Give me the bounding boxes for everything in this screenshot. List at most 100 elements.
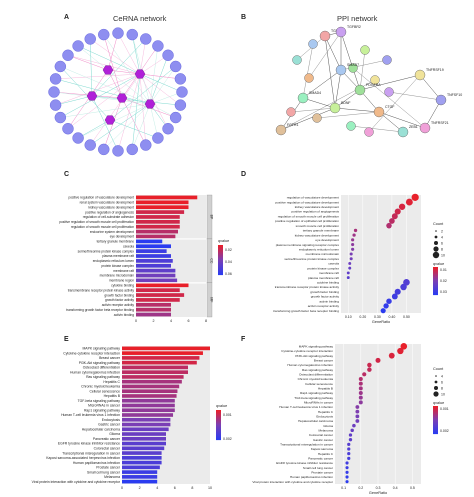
dot — [355, 414, 360, 419]
category-label: Chronic myeloid leukemia — [81, 385, 120, 389]
category-label: membrane region — [109, 279, 134, 283]
category-label: transmembrane receptor protein kinase ac… — [275, 285, 340, 289]
category-label: Melanoma — [319, 429, 334, 433]
category-label: activin binding — [319, 299, 339, 303]
category-label: Colorectal cancer — [309, 433, 333, 437]
bar — [136, 273, 176, 278]
edge-line — [107, 33, 119, 71]
edge-line — [149, 66, 176, 105]
legend-size-title: Count — [433, 222, 444, 226]
panel-b-letter: B — [241, 14, 247, 21]
panel-a-letter: A — [64, 14, 70, 21]
dot — [358, 400, 363, 405]
category-label: PI3K-Akt signaling pathway — [79, 361, 121, 365]
category-label: kidney vasculature development — [295, 233, 339, 237]
edge-line — [139, 38, 146, 75]
category-label: Osteoclast differentiation — [83, 366, 120, 370]
category-label: positive regulation of epithelial cell p… — [275, 219, 339, 223]
ppi-edge — [324, 35, 342, 71]
x-tick-label: 8 — [191, 486, 193, 490]
edge-line — [91, 38, 146, 97]
category-label: serine/threonine protein kinase complex — [284, 257, 339, 261]
edge-line — [67, 73, 141, 129]
legend-gradient-step — [433, 293, 438, 295]
edge-line — [55, 73, 141, 80]
facet-label: MF — [210, 297, 214, 302]
bar — [122, 394, 177, 398]
ppi-node — [319, 30, 331, 42]
legend-gradient-step — [216, 439, 221, 441]
legend-gradient-step — [218, 250, 223, 252]
category-label: MicroRNAs in cancer — [304, 401, 333, 405]
category-label: Cytokine-cytokine receptor interaction — [63, 351, 120, 355]
edge-line — [149, 45, 159, 105]
dot — [345, 466, 349, 470]
legend-gradient-step — [216, 412, 221, 414]
ppi-node — [348, 63, 358, 73]
outer-node — [140, 139, 152, 151]
category-label: plasma membrane raft — [102, 254, 134, 258]
category-label: growth factor activity — [105, 298, 134, 302]
outer-node — [162, 49, 174, 61]
edge-line — [131, 73, 141, 150]
edge-line — [103, 103, 151, 150]
outer-node — [112, 145, 124, 157]
legend-gradient-step — [433, 286, 438, 288]
panel-e-letter: E — [64, 336, 69, 343]
category-label: endoplasmic reticulum lumen — [93, 259, 135, 263]
dot — [347, 447, 351, 451]
ppi-node-label: FGFR1 — [287, 123, 299, 127]
category-label: Ras signaling pathway — [86, 375, 120, 379]
category-label: Rap1 signaling pathway — [84, 408, 120, 412]
legend-gradient-step — [433, 409, 438, 411]
ppi-node — [397, 126, 409, 138]
legend-gradient-step — [216, 424, 221, 426]
category-label: Cytokine-cytokine receptor interaction — [281, 349, 333, 353]
bar — [122, 475, 158, 479]
category-label: Kaposi sarcoma-associated herpesvirus in… — [46, 456, 120, 460]
legend-gradient-step — [218, 268, 223, 270]
legend-gradient-step — [433, 294, 438, 296]
ppi-node-label: TNFRSF19 — [426, 68, 444, 72]
category-label: Hepatitis C — [103, 380, 120, 384]
category-label: plasma membrane signaling receptor compl… — [276, 243, 340, 247]
legend-gradient-step — [433, 414, 438, 416]
legend-gradient-step — [433, 424, 438, 426]
bar — [122, 456, 162, 460]
category-label: growth factor activity — [311, 295, 340, 299]
legend-gradient-step — [216, 416, 221, 418]
ppi-node — [384, 87, 394, 97]
bar — [122, 403, 175, 408]
category-label: EGFR tyrosine kinase inhibitor resistanc… — [276, 461, 333, 465]
legend-color-tick: 0.002 — [440, 429, 449, 433]
ppi-node-label: TNFRSF21 — [431, 121, 449, 125]
category-label: regulation of cell-substrate adhesion — [83, 215, 134, 219]
bar — [136, 263, 171, 268]
dot — [411, 193, 419, 201]
legend-size-dot — [434, 235, 438, 239]
category-label: Endocytosis — [102, 418, 121, 422]
dot — [351, 242, 355, 247]
panel-b: B PPI network TGFBR3TGFBR2PDGFRASMAD7TNF… — [237, 0, 474, 165]
dot — [388, 352, 395, 359]
dot — [358, 381, 363, 386]
dot — [353, 228, 358, 233]
category-label: plasma membrane raft — [308, 276, 339, 280]
category-label: positive regulation of vasculature devel… — [275, 200, 339, 204]
dot — [383, 303, 389, 309]
dot — [350, 428, 354, 433]
category-label: endoplasmic reticulum lumen — [299, 247, 339, 251]
ppi-edge — [316, 111, 380, 119]
legend-tick: 0.06 — [225, 272, 232, 276]
category-label: Transcriptional misregulation in cancer — [62, 451, 121, 455]
legend-size-dot — [435, 375, 437, 377]
category-label: cytokine binding — [317, 281, 339, 285]
legend-color-tick: 0.01 — [440, 268, 447, 272]
legend-gradient-step — [218, 255, 223, 257]
edge-line — [77, 119, 111, 139]
category-label: MAPK signaling pathway — [299, 345, 334, 349]
category-label: Glioma — [109, 432, 120, 436]
legend-size-tick: 4 — [441, 374, 443, 378]
